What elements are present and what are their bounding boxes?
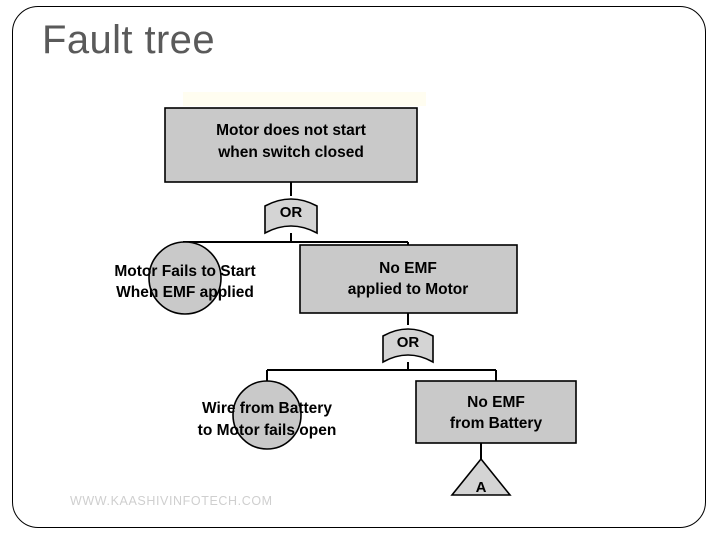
node-gate-or-2-label: OR [397,334,420,351]
node-no-emf-from-battery[interactable] [415,380,577,444]
watermark: WWW.KAASHIVINFOTECH.COM [70,494,273,508]
node-gate-or-1[interactable] [264,198,318,235]
node-gate-or-2[interactable] [382,328,434,364]
node-motor-fails-line2: When EMF applied [116,284,254,301]
node-no-emf-to-motor[interactable] [299,244,518,314]
node-no-emf-from-battery-line2: from Battery [450,415,543,432]
page-title: Fault tree [42,18,215,62]
node-transfer-a[interactable] [450,457,512,496]
node-top-event[interactable] [164,107,418,183]
node-wire-fails-open[interactable] [232,380,302,450]
picture-backdrop [183,92,426,106]
node-gate-or-1-label: OR [280,204,303,221]
node-no-emf-to-motor-line1: No EMF [379,260,437,277]
node-no-emf-from-battery-line1: No EMF [467,394,525,411]
node-motor-fails-line1: Motor Fails to Start [114,263,255,280]
node-top-event-line1: Motor does not start [216,122,366,139]
node-motor-fails-to-start[interactable] [148,241,222,315]
node-wire-fails-line1: Wire from Battery [202,400,332,417]
node-wire-fails-line2: to Motor fails open [198,422,337,439]
node-transfer-a-label: A [476,479,487,496]
node-top-event-line2: when switch closed [217,144,364,161]
node-no-emf-to-motor-line2: applied to Motor [348,281,469,298]
